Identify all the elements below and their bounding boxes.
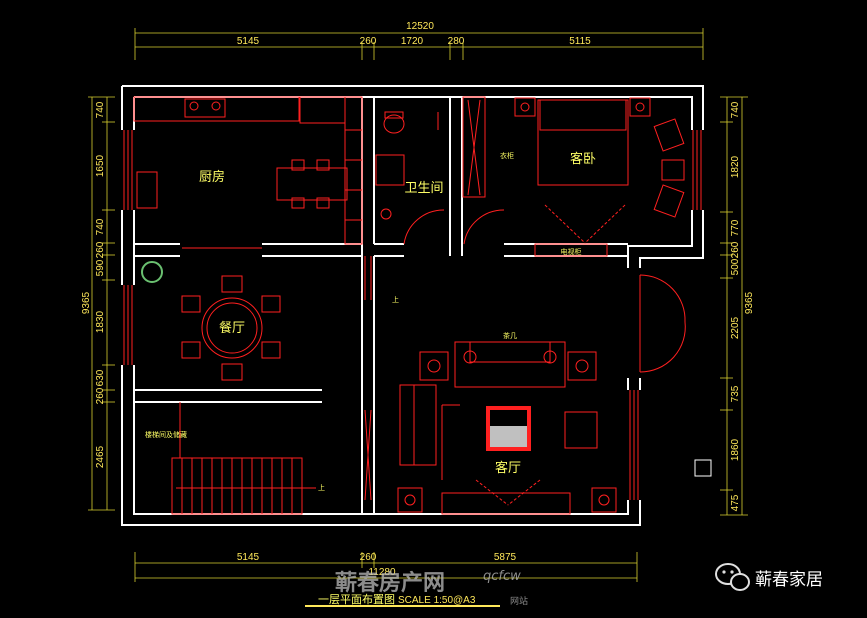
dim-bottom-2: 260 [360, 552, 377, 563]
watermark-domain: qcfcw [483, 569, 521, 584]
dim-right-2: 1820 [730, 155, 741, 178]
dim-top-4: 280 [448, 36, 465, 47]
label-storage: 楼梯间及储藏 [145, 430, 187, 439]
walls [121, 85, 704, 526]
dim-top-total: 12520 [406, 21, 434, 32]
label-up-column: 上 [392, 295, 399, 304]
top-dimensions: 12520 5145 260 1720 280 5115 [134, 21, 704, 60]
staircase: 楼梯间及储藏 上 上 [145, 295, 399, 515]
dim-left-3: 740 [95, 218, 106, 235]
dim-top-3: 1720 [401, 36, 424, 47]
label-wardrobe: 衣柜 [500, 151, 514, 160]
dim-left-5: 590 [95, 259, 106, 276]
plan-title-block: 一层平面布置图 SCALE 1:50@A3 [305, 593, 500, 607]
dim-left-9: 2465 [95, 445, 106, 468]
dim-left-2: 1650 [95, 154, 106, 177]
left-dimensions: 9365 740 1650 740 260 590 1830 630 260 2… [81, 96, 115, 511]
kitchen-furniture: 厨房 [133, 96, 363, 245]
dim-right-5: 500 [730, 258, 741, 275]
living-furniture: 茶几 客厅 [397, 331, 617, 515]
watermark-site: 蕲春房产网 qcfcw 网站 [335, 569, 528, 607]
bathroom-furniture: 卫生间 [375, 111, 444, 220]
label-up-stairs: 上 [318, 483, 325, 492]
dim-left-8: 260 [95, 387, 106, 404]
dim-right-total: 9365 [744, 291, 755, 314]
bedroom-furniture: 衣柜 电视柜 客卧 [462, 96, 685, 257]
room-label-dining: 餐厅 [219, 320, 245, 336]
dim-top-5: 5115 [569, 36, 591, 47]
watermark-site-name: 蕲春房产网 [335, 570, 445, 596]
dim-bottom-1: 5145 [237, 552, 260, 563]
label-coffee-table: 茶几 [503, 331, 517, 340]
plan-scale: SCALE 1:50@A3 [398, 595, 476, 606]
outdoor-column [694, 459, 712, 477]
dim-left-4: 260 [95, 241, 106, 258]
watermark-brand: 蕲春家居 [715, 563, 823, 591]
dim-bottom-3: 5875 [494, 552, 517, 563]
dim-left-7: 630 [95, 369, 106, 386]
dim-left-1: 740 [95, 101, 106, 118]
brand-name: 蕲春家居 [755, 570, 823, 590]
room-label-guest-bedroom: 客卧 [570, 151, 596, 167]
wechat-icon [715, 563, 750, 591]
dim-right-7: 735 [730, 385, 741, 402]
dim-top-2: 260 [360, 36, 377, 47]
dim-right-4: 260 [730, 241, 741, 258]
dim-right-9: 475 [730, 494, 741, 511]
dim-top-1: 5145 [237, 36, 260, 47]
room-label-living: 客厅 [495, 460, 521, 476]
room-label-bathroom: 卫生间 [404, 181, 443, 196]
dim-left-total: 9365 [81, 291, 92, 314]
room-label-kitchen: 厨房 [199, 169, 225, 185]
dim-right-3: 770 [730, 219, 741, 236]
dim-left-6: 1830 [95, 310, 106, 333]
bottom-dimensions: 5145 260 5875 11280 [134, 552, 638, 582]
dim-right-1: 740 [730, 101, 741, 118]
watermark-suffix: 网站 [510, 595, 528, 607]
dim-right-8: 1860 [730, 438, 741, 461]
dim-right-6: 2205 [730, 316, 741, 339]
dim-bottom-total: 11280 [368, 567, 396, 578]
plan-title: 一层平面布置图 [318, 593, 395, 606]
right-dimensions: 9365 740 1820 770 260 500 2205 735 1860 … [720, 96, 755, 516]
label-bedroom-tv-cabinet: 电视柜 [561, 247, 582, 256]
dining-furniture: 餐厅 [141, 261, 281, 381]
